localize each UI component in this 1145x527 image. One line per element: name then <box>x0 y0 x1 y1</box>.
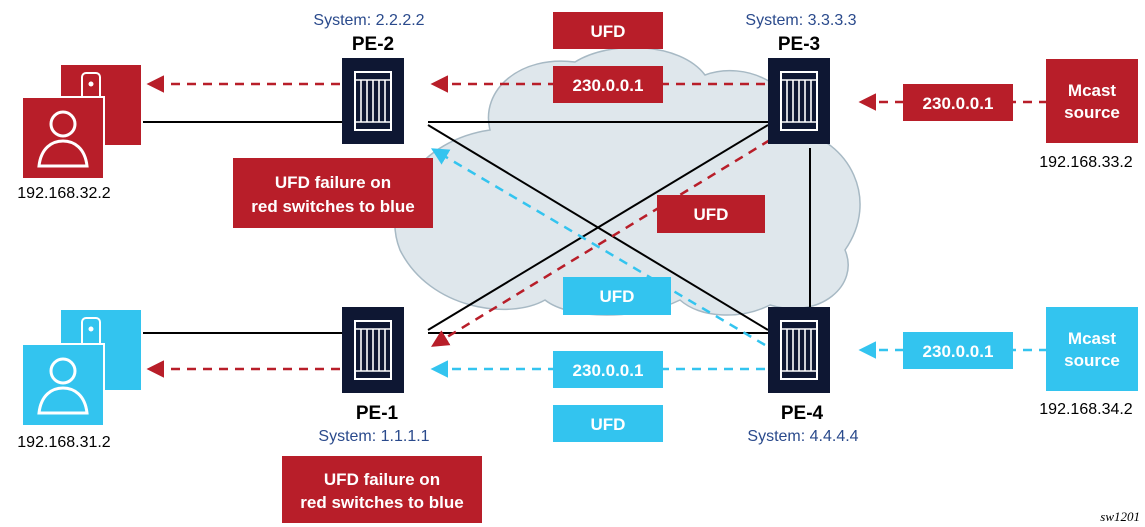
router-pe1-name: PE-1 <box>356 403 399 424</box>
svg-text:UFD: UFD <box>591 22 626 41</box>
mcast-source-blue-line2: source <box>1064 351 1120 370</box>
group-badge-blue-source: 230.0.0.1 <box>903 332 1013 369</box>
failure-callout-pe2: UFD failure on red switches to blue <box>233 158 433 228</box>
router-pe3-name: PE-3 <box>778 34 820 55</box>
svg-text:230.0.0.1: 230.0.0.1 <box>573 361 644 380</box>
mcast-source-blue-ip: 192.168.34.2 <box>1039 401 1133 418</box>
ufd-badge-red-middle: UFD <box>657 195 765 233</box>
svg-text:red switches to blue: red switches to blue <box>251 197 414 216</box>
svg-text:UFD failure on: UFD failure on <box>324 470 440 489</box>
group-badge-red-source: 230.0.0.1 <box>903 84 1013 121</box>
group-badge-red-core: 230.0.0.1 <box>553 66 663 103</box>
mcast-source-red-line1: Mcast <box>1068 81 1117 100</box>
router-pe2-name: PE-2 <box>352 34 394 55</box>
mcast-source-red-ip: 192.168.33.2 <box>1039 154 1133 171</box>
svg-text:UFD: UFD <box>694 205 729 224</box>
router-pe3[interactable]: PE-3 System: 3.3.3.3 <box>745 12 857 145</box>
host-blue-ip: 192.168.31.2 <box>17 434 111 451</box>
physical-links <box>143 121 811 334</box>
svg-text:red switches to blue: red switches to blue <box>300 493 463 512</box>
ufd-badge-blue-bottom: UFD <box>553 405 663 442</box>
svg-text:UFD: UFD <box>591 415 626 434</box>
router-pe1-system: System: 1.1.1.1 <box>318 428 429 445</box>
svg-text:230.0.0.1: 230.0.0.1 <box>923 94 994 113</box>
user-device-icon <box>21 308 143 427</box>
router-pe3-system: System: 3.3.3.3 <box>745 12 856 29</box>
ufd-badge-blue-middle: UFD <box>563 277 671 315</box>
mcast-source-blue[interactable]: Mcast source 192.168.34.2 <box>1039 307 1138 418</box>
router-pe1[interactable]: PE-1 System: 1.1.1.1 <box>318 306 430 445</box>
router-pe2-system: System: 2.2.2.2 <box>313 12 424 29</box>
mcast-source-red-line2: source <box>1064 103 1120 122</box>
router-pe4-system: System: 4.4.4.4 <box>747 428 858 445</box>
host-red-ip: 192.168.32.2 <box>17 185 111 202</box>
user-device-icon <box>21 63 143 180</box>
svg-text:230.0.0.1: 230.0.0.1 <box>573 76 644 95</box>
failure-callout-pe1: UFD failure on red switches to blue <box>282 456 482 523</box>
group-badge-blue-core: 230.0.0.1 <box>553 351 663 388</box>
svg-text:UFD failure on: UFD failure on <box>275 173 391 192</box>
ufd-badge-red-top: UFD <box>553 12 663 49</box>
host-blue[interactable]: 192.168.31.2 <box>17 308 143 451</box>
router-pe2[interactable]: PE-2 System: 2.2.2.2 <box>313 12 425 145</box>
svg-text:230.0.0.1: 230.0.0.1 <box>923 342 994 361</box>
mcast-source-blue-line1: Mcast <box>1068 329 1117 348</box>
mcast-source-red[interactable]: Mcast source 192.168.33.2 <box>1039 59 1138 171</box>
figure-id: sw1201 <box>1100 509 1140 524</box>
host-red[interactable]: 192.168.32.2 <box>17 63 143 202</box>
svg-text:UFD: UFD <box>600 287 635 306</box>
router-pe4-name: PE-4 <box>781 403 824 424</box>
router-pe4[interactable]: PE-4 System: 4.4.4.4 <box>747 306 859 445</box>
